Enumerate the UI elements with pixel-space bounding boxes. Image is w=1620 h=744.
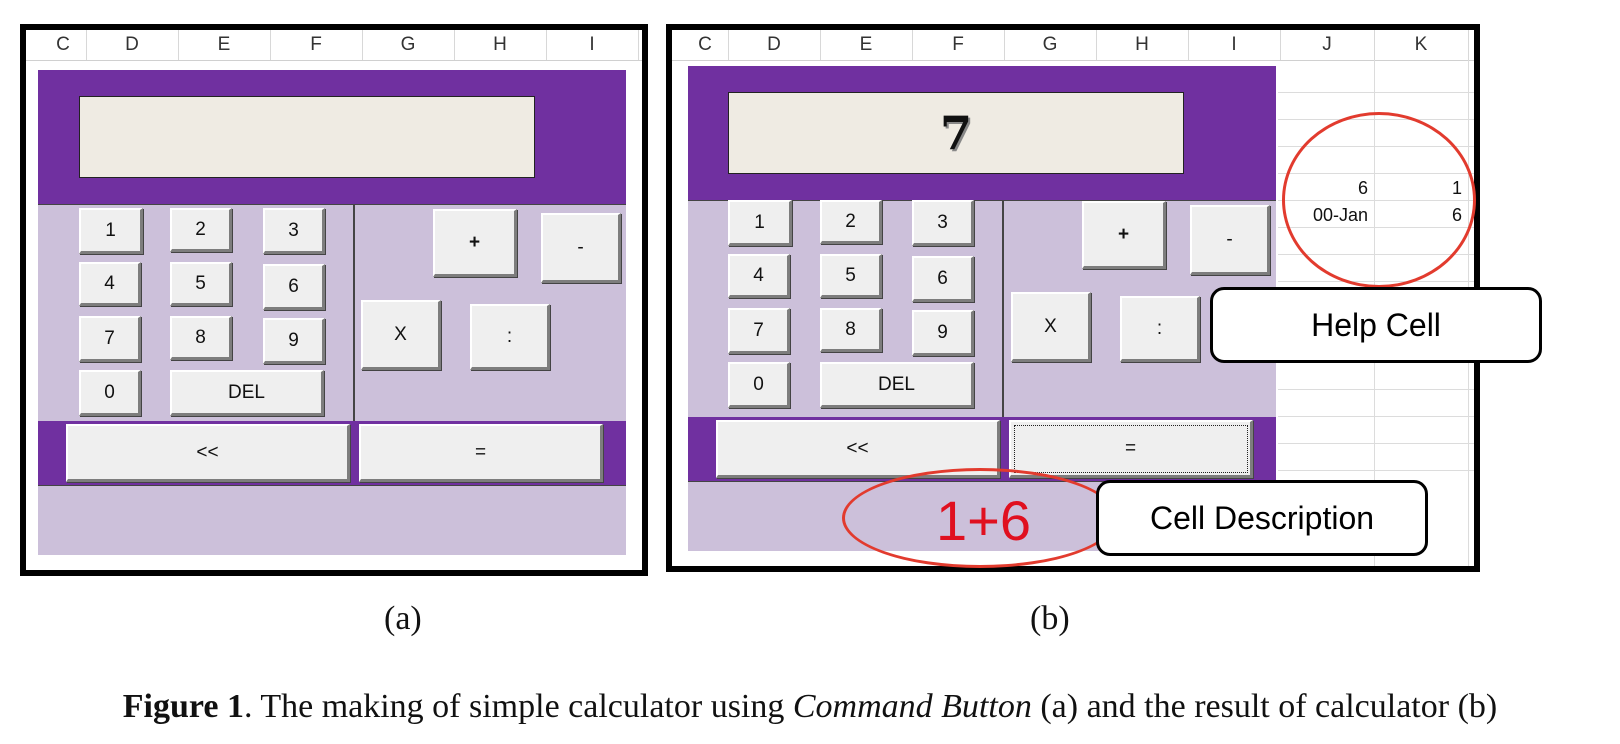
key-5[interactable]: 5 [820, 254, 882, 298]
key-times[interactable]: X [1011, 292, 1091, 362]
column-header-f[interactable]: F [912, 30, 1005, 60]
column-header-d[interactable]: D [86, 30, 179, 60]
key-back[interactable]: << [66, 424, 350, 482]
keypad-divider-top [38, 204, 626, 205]
key-equals[interactable]: = [359, 424, 603, 482]
column-header-j[interactable]: J [1280, 30, 1375, 60]
column-header-i[interactable]: I [546, 30, 639, 60]
keypad-divider-vertical [1002, 200, 1004, 417]
panel-b-label: (b) [1030, 600, 1070, 637]
column-header-bar [26, 30, 642, 61]
description-highlight [842, 468, 1118, 568]
column-header-d[interactable]: D [728, 30, 821, 60]
column-header-c[interactable]: C [40, 30, 87, 60]
key-divide[interactable]: : [1120, 296, 1200, 362]
column-header-k[interactable]: K [1374, 30, 1469, 60]
key-8[interactable]: 8 [170, 316, 232, 360]
display-value: 7 [939, 106, 972, 160]
key-1[interactable]: 1 [79, 208, 143, 254]
column-header-i[interactable]: I [1188, 30, 1281, 60]
key-del[interactable]: DEL [170, 370, 324, 416]
column-header-e[interactable]: E [820, 30, 913, 60]
key-plus[interactable]: + [1082, 201, 1166, 269]
key-6[interactable]: 6 [263, 264, 325, 310]
help-cell-highlight [1282, 112, 1476, 288]
key-0[interactable]: 0 [79, 370, 141, 416]
cell-description-callout: Cell Description [1096, 480, 1428, 556]
key-minus[interactable]: - [1190, 205, 1270, 275]
figure-caption: Figure 1. The making of simple calculato… [0, 688, 1620, 726]
column-header-h[interactable]: H [454, 30, 547, 60]
caption-text-2: (a) and the result of calculator (b) [1031, 688, 1498, 725]
key-7[interactable]: 7 [79, 316, 141, 362]
grid-line-row [1278, 443, 1474, 444]
panel-b: C D E F G H I J K 7 1 2 3 4 5 6 7 8 9 0 … [666, 24, 1480, 572]
caption-text-1: . The making of simple calculator using [243, 688, 793, 725]
key-9[interactable]: 9 [912, 310, 974, 356]
help-cell-callout: Help Cell [1210, 287, 1542, 363]
column-header-g[interactable]: G [362, 30, 455, 60]
result-divider [38, 485, 626, 486]
key-divide[interactable]: : [470, 304, 550, 370]
key-9[interactable]: 9 [263, 318, 325, 364]
key-6[interactable]: 6 [912, 256, 974, 302]
key-4[interactable]: 4 [728, 254, 790, 298]
key-5[interactable]: 5 [170, 262, 232, 306]
grid-line-row [1278, 470, 1474, 471]
key-2[interactable]: 2 [820, 200, 882, 244]
caption-italic: Command Button [792, 688, 1032, 725]
column-header-h[interactable]: H [1096, 30, 1189, 60]
column-header-c[interactable]: C [682, 30, 729, 60]
panel-a: C D E F G H I 1 2 3 4 5 6 7 8 9 0 DEL + … [20, 24, 648, 576]
panel-a-label: (a) [384, 600, 422, 637]
key-8[interactable]: 8 [820, 308, 882, 352]
key-minus[interactable]: - [541, 213, 621, 283]
result-area [38, 485, 626, 555]
key-plus[interactable]: + [433, 209, 517, 277]
key-4[interactable]: 4 [79, 262, 141, 306]
grid-line-row [1278, 389, 1474, 390]
key-7[interactable]: 7 [728, 308, 790, 354]
key-2[interactable]: 2 [170, 208, 232, 252]
calculator-display: 7 [728, 92, 1184, 174]
column-header-g[interactable]: G [1004, 30, 1097, 60]
column-header-e[interactable]: E [178, 30, 271, 60]
keypad-divider-top [688, 200, 1276, 201]
grid-line-row [1278, 92, 1474, 93]
column-header-f[interactable]: F [270, 30, 363, 60]
key-times[interactable]: X [361, 300, 441, 370]
column-header-bar [672, 30, 1474, 61]
calculator-display [79, 96, 535, 178]
key-equals[interactable]: = [1009, 420, 1253, 478]
key-1[interactable]: 1 [728, 200, 792, 246]
key-3[interactable]: 3 [912, 200, 974, 246]
grid-line-row [1278, 416, 1474, 417]
keypad-divider-vertical [353, 204, 355, 421]
key-3[interactable]: 3 [263, 208, 325, 254]
key-del[interactable]: DEL [820, 362, 974, 408]
key-0[interactable]: 0 [728, 362, 790, 408]
caption-figure-number: Figure 1 [122, 688, 244, 725]
